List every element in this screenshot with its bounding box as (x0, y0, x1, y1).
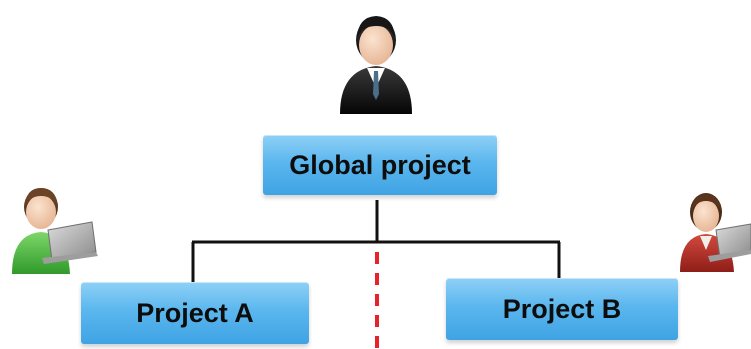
global-project-box: Global project (263, 135, 497, 195)
project-a-label: Project A (136, 297, 254, 328)
developer-b-icon (680, 193, 751, 272)
global-project-label: Global project (289, 149, 471, 180)
project-b-box: Project B (446, 278, 678, 340)
developer-a-icon (12, 188, 98, 274)
manager-icon (340, 16, 412, 114)
project-a-box: Project A (81, 282, 309, 344)
project-b-label: Project B (502, 293, 622, 324)
